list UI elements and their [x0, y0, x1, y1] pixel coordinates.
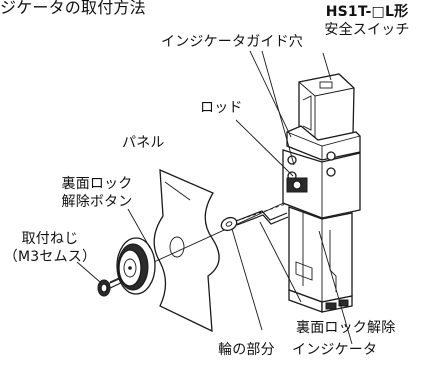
- label-rod: ロッド: [200, 100, 243, 116]
- label-indicator-guide-hole: インジケータガイド穴: [161, 34, 303, 50]
- label-switch-name: 安全スイッチ: [324, 22, 410, 38]
- label-indicator: インジケータ: [292, 342, 378, 358]
- panel-hole: [169, 236, 185, 258]
- label-switch-model: HS1T-□L形: [325, 4, 409, 20]
- title-text: ジケータの取付方法: [0, 0, 146, 17]
- label-back-unlock-button-2: 解除ボタン: [61, 194, 133, 210]
- indicator-rod-drawing: [220, 210, 289, 232]
- label-ring-part: 輪の部分: [218, 342, 275, 358]
- safety-switch-drawing: [282, 73, 361, 313]
- label-panel: パネル: [122, 135, 165, 151]
- label-back-unlock-indicator: 裏面ロック解除: [296, 320, 396, 336]
- label-back-unlock-button-1: 裏面ロック: [61, 176, 133, 192]
- unlock-button-drawing: [116, 237, 156, 295]
- label-mount-screw-1: 取付ねじ: [21, 231, 79, 247]
- panel-plate: [153, 168, 220, 333]
- leader-lines: [76, 50, 353, 345]
- label-mount-screw-2: （M3セムス）: [3, 249, 97, 265]
